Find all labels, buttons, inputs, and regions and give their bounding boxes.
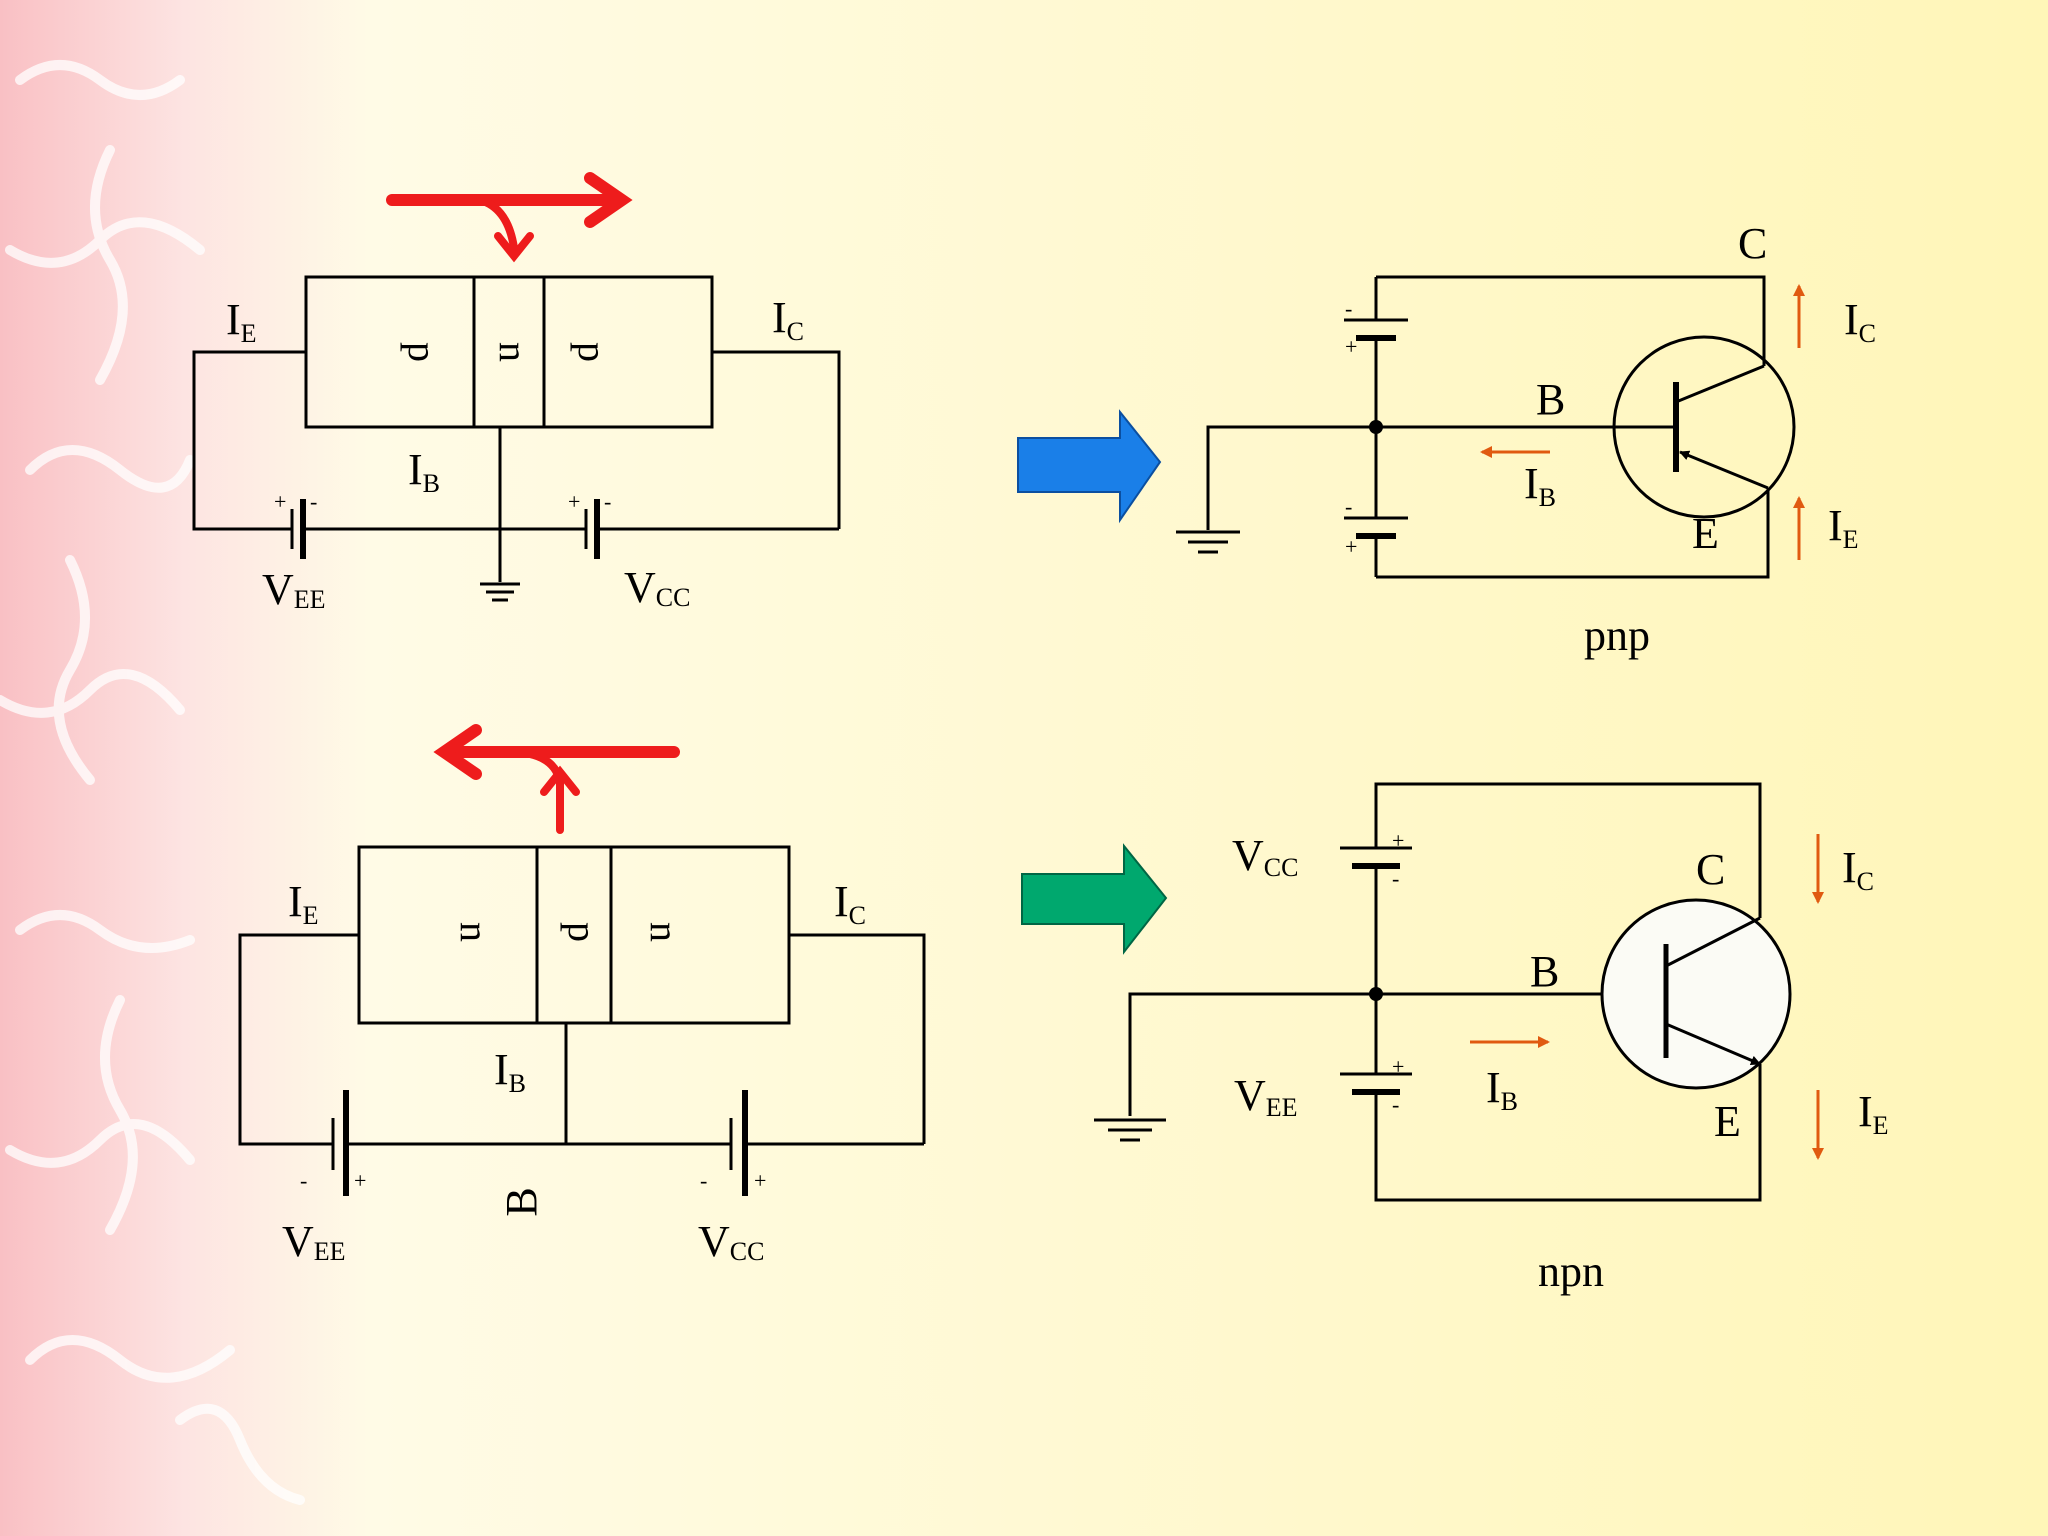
vee-battery: - + [300, 1090, 366, 1196]
slab-region-label: n [491, 342, 536, 362]
ie-label: IE [1858, 1087, 1889, 1140]
red-flow-arrow-left [433, 724, 680, 834]
ground-symbol [1094, 1118, 1166, 1142]
vee-label: VEE [282, 1217, 346, 1266]
ie-label: IE [226, 295, 257, 348]
npn-b-label: B [1530, 947, 1559, 996]
slab-region-label: p [570, 342, 615, 362]
ic-label: IC [1844, 295, 1876, 348]
svg-text:+: + [1392, 1054, 1404, 1079]
npn-slab-circuit: n p n - + - + IE IC IB B VEE VCC [238, 724, 926, 1266]
svg-text:+: + [1345, 334, 1357, 359]
pnp-e-label: E [1692, 509, 1719, 558]
pnp-b-label: B [1536, 375, 1565, 424]
svg-text:+: + [354, 1168, 366, 1193]
svg-text:+: + [754, 1168, 766, 1193]
ib-label: IB [1486, 1063, 1518, 1116]
svg-text:-: - [1392, 1092, 1399, 1117]
pnp-transistor-symbol [1612, 335, 1796, 519]
svg-text:-: - [1345, 296, 1352, 321]
ie-label: IE [1828, 501, 1859, 554]
svg-text:-: - [1345, 494, 1352, 519]
svg-text:-: - [1392, 866, 1399, 891]
puzzle-texture [0, 60, 305, 1505]
red-flow-arrow-right [386, 172, 633, 263]
pnp-slab-circuit: p n p + - + - IE IC IB [192, 172, 841, 614]
ib-label: IB [408, 445, 440, 498]
vcc-label: VCC [624, 563, 690, 612]
vee-battery: + - [274, 489, 317, 559]
blue-block-arrow [1017, 409, 1162, 524]
svg-text:-: - [604, 489, 611, 514]
svg-text:-: - [310, 489, 317, 514]
ib-label: IB [494, 1045, 526, 1098]
npn-e-label: E [1714, 1097, 1741, 1146]
vcc-battery: - + [700, 1090, 766, 1196]
svg-text:-: - [700, 1168, 707, 1193]
svg-text:+: + [1345, 534, 1357, 559]
green-block-arrow [1021, 843, 1168, 955]
npn-schematic: + - + - VCC VEE C B E IC IB IE npn [1094, 782, 1889, 1296]
vcc-label: VCC [1232, 831, 1298, 882]
svg-text:+: + [274, 489, 286, 514]
vee-label: VEE [262, 565, 326, 614]
svg-text:-: - [300, 1168, 307, 1193]
npn-c-label: C [1696, 845, 1725, 894]
b-label: B [497, 1187, 546, 1216]
pnp-schematic: + - + - C B E IC IB IE pnp [1176, 219, 1876, 660]
pnp-c-label: C [1738, 219, 1767, 268]
npn-caption: npn [1538, 1247, 1604, 1296]
ie-label: IE [288, 877, 319, 930]
vcc-battery: + - [568, 489, 611, 559]
svg-text:+: + [568, 489, 580, 514]
ib-label: IB [1524, 459, 1556, 512]
vcc-label: VCC [698, 1217, 764, 1266]
ic-label: IC [1842, 843, 1874, 896]
ground-symbol [480, 582, 520, 602]
slab-region-label: p [400, 342, 445, 362]
svg-text:+: + [1392, 828, 1404, 853]
vee-label: VEE [1234, 1071, 1298, 1122]
ic-label: IC [772, 293, 804, 346]
junction-dot [1369, 987, 1383, 1001]
pnp-caption: pnp [1584, 611, 1650, 660]
slab-region-label: n [452, 922, 497, 942]
ground-symbol [1176, 530, 1240, 554]
npn-transistor-symbol [1600, 898, 1792, 1090]
slab-region-label: n [642, 922, 687, 942]
ic-label: IC [834, 877, 866, 930]
slab-region-label: p [560, 922, 605, 942]
junction-dot [1369, 420, 1383, 434]
